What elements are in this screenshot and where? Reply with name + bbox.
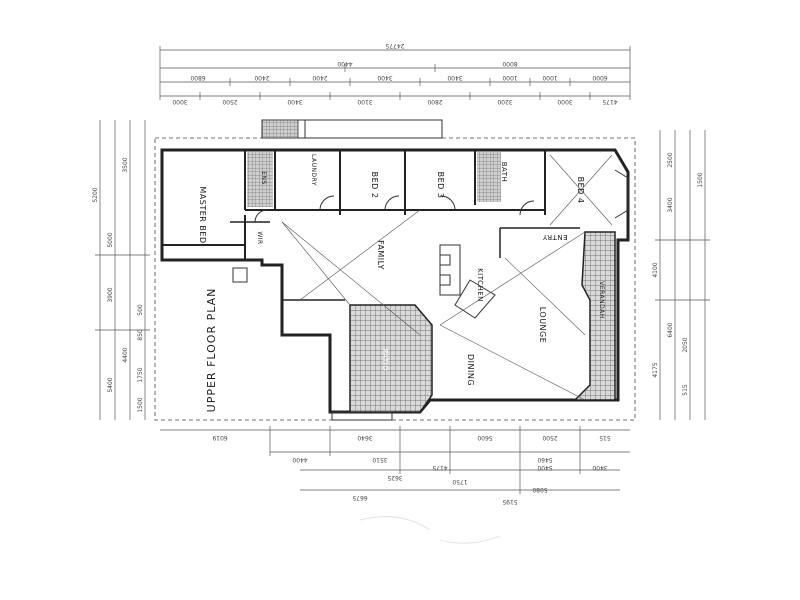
left-dim: 5400 (107, 377, 114, 392)
top-dim: 3100 (357, 98, 372, 105)
left-dimensions: 5200 5000 3900 3500 5400 4400 1500 1750 … (92, 120, 150, 420)
top-dim: 3400 (377, 74, 392, 81)
bottom-dim: 5080 (532, 486, 547, 493)
room-label-kitchen: KITCHEN (476, 268, 484, 302)
bottom-dim: 5400 (537, 464, 552, 471)
top-dim: 8000 (502, 60, 517, 67)
patio-step (331, 411, 393, 421)
bottom-dim: 5195 (502, 498, 517, 505)
room-label-bed-2: BED 2 (370, 172, 379, 199)
left-dim: 3900 (107, 287, 114, 302)
bottom-dimensions: 6019 4400 3640 3510 5600 2500 5460 515 3… (160, 426, 630, 505)
top-dim: 3200 (497, 98, 512, 105)
bottom-dim: 1750 (452, 478, 467, 485)
room-label-patio: PATIO (381, 349, 389, 371)
top-dim-overall: 24775 (385, 42, 404, 49)
left-dim: 1500 (137, 397, 144, 412)
steps (232, 267, 248, 283)
left-dim: 1750 (137, 367, 144, 382)
left-dim: 4400 (122, 347, 129, 362)
bottom-dim: 5460 (537, 456, 552, 463)
right-dim: 6400 (667, 322, 674, 337)
bottom-dim: 2500 (542, 434, 557, 441)
top-dim: 2400 (254, 74, 269, 81)
bottom-dim: 4400 (292, 456, 307, 463)
room-label-master-bed: MASTER BED (198, 186, 207, 243)
left-dim: 500 (137, 304, 144, 316)
scan-marks (359, 516, 501, 544)
room-label-ens: ENS (260, 171, 267, 185)
right-dim: 2500 (667, 152, 674, 167)
bottom-dim: 3640 (357, 434, 372, 441)
room-label-bath: BATH (500, 162, 508, 183)
room-label-entry: ENTRY (542, 233, 567, 241)
verandah-area (573, 231, 616, 401)
bottom-dim: 3400 (592, 464, 607, 471)
top-dimensions: 24775 4400 8000 6800 2400 2400 3400 3400… (159, 42, 631, 105)
top-dim: 2400 (312, 74, 327, 81)
left-dim: 5000 (107, 232, 114, 247)
right-dim: 4100 (652, 262, 659, 277)
left-dim: 3500 (122, 157, 129, 172)
bottom-dim: 3625 (387, 474, 402, 481)
ensuite-tiles (247, 152, 273, 207)
bath-tiles (477, 152, 501, 202)
top-porch (261, 119, 443, 139)
ceiling-diagonals (281, 154, 613, 401)
room-labels: MASTER BED ENS LAUNDRY BED 2 BED 3 BATH … (198, 154, 605, 386)
room-label-bed-3: BED 3 (436, 172, 445, 199)
patio-area (349, 304, 433, 413)
top-dim: 6800 (190, 74, 205, 81)
right-dim: 515 (682, 384, 689, 396)
bottom-dim: 6675 (352, 494, 367, 501)
bottom-dim: 5600 (477, 434, 492, 441)
right-dim: 1500 (697, 172, 704, 187)
top-dim: 1000 (502, 74, 517, 81)
bottom-dim: 515 (599, 434, 611, 441)
bottom-dim: 6019 (212, 434, 227, 441)
room-label-verandah: VERANDAH (598, 281, 605, 319)
right-dim: 4175 (652, 362, 659, 377)
interior-walls (162, 150, 580, 301)
top-dim: 3000 (172, 98, 187, 105)
top-dim: 1000 (542, 74, 557, 81)
room-label-lounge: LOUNGE (538, 307, 547, 344)
room-label-family: FAMILY (376, 240, 385, 270)
right-dimensions: 2500 3400 4100 6400 4175 2050 515 1500 (652, 130, 710, 420)
top-dim: 3400 (447, 74, 462, 81)
top-dim: 4175 (602, 98, 617, 105)
drawing-title: UPPER FLOOR PLAN (205, 288, 218, 413)
top-dim: 6000 (592, 74, 607, 81)
top-dim: 2800 (427, 98, 442, 105)
right-dim: 3400 (667, 197, 674, 212)
top-dim: 3400 (287, 98, 302, 105)
right-dim: 2050 (682, 337, 689, 352)
room-label-bed-4: BED 4 (576, 177, 585, 204)
room-label-wir: WIR (256, 231, 263, 244)
door-swings (254, 195, 535, 223)
bottom-dim: 4175 (432, 464, 447, 471)
left-dim: 850 (137, 329, 144, 341)
room-label-dining: DINING (466, 354, 475, 386)
bay-window (614, 169, 629, 219)
top-dim: 2500 (222, 98, 237, 105)
bottom-dim: 3510 (372, 456, 387, 463)
top-dim: 4400 (337, 60, 352, 67)
kitchen-bench (439, 244, 496, 319)
room-label-laundry: LAUNDRY (310, 154, 317, 186)
left-dim: 5200 (92, 187, 99, 202)
top-dim: 3000 (557, 98, 572, 105)
